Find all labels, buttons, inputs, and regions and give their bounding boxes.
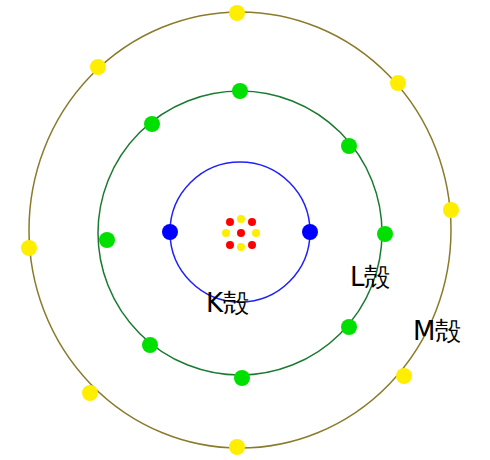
l-shell-orbit	[98, 91, 382, 375]
l-electrons	[99, 83, 393, 386]
m-electrons	[21, 5, 459, 455]
m-shell-label: M殻	[413, 318, 461, 344]
nucleus	[222, 215, 260, 251]
k-shell-label: K殻	[206, 290, 249, 316]
m-shell-orbit	[29, 12, 451, 448]
l-shell-label: L殻	[350, 264, 391, 290]
k-electrons	[162, 224, 318, 240]
k-shell-orbit	[170, 162, 310, 302]
